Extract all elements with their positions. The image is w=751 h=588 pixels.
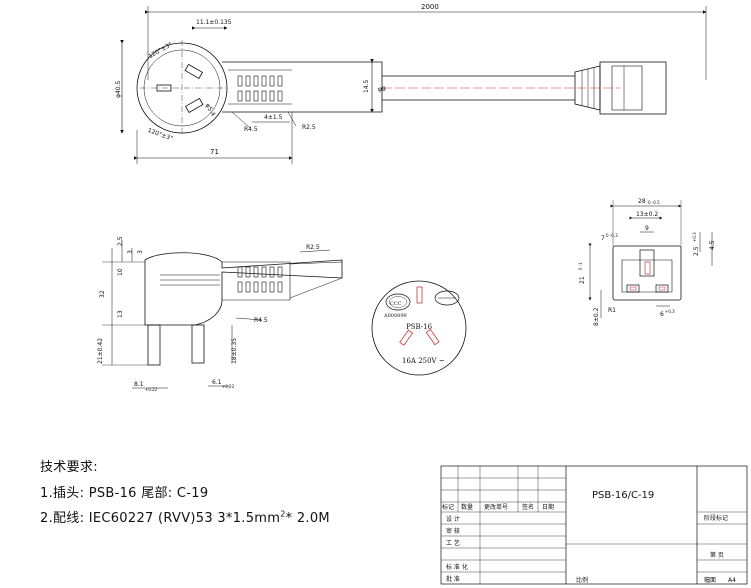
side-view [102, 240, 343, 389]
dim-side-2-5: 2.5 [117, 236, 124, 246]
dim-cord-phi: φ9 [378, 86, 386, 93]
rating-mark: 16A 250V ~ [402, 357, 445, 365]
ccc-logo [385, 293, 411, 311]
dim-c19-6: 6 [660, 311, 664, 318]
tb-format-label: 幅面 [704, 576, 716, 584]
req-line-1: 1.插头: PSB-16 尾部: C-19 [40, 486, 209, 501]
dim-pin-offset: 4±1.5 [264, 114, 283, 121]
req-line-2: 2.配线: IEC60227 (RVV)53 3*1.5mm2* 2.0M [40, 507, 330, 526]
dim-side-32: 32 [99, 290, 106, 298]
dim-radius-small: R4.5 [244, 126, 258, 133]
tb-scale: 比例 [576, 576, 588, 584]
req-line-2-suffix: * 2.0M [285, 511, 330, 526]
tb-col-mark: 标记 [442, 503, 454, 511]
dim-c19-2-5-tol: +0.3 [692, 232, 697, 242]
tb-stage-mark: 阶段标记 [704, 514, 728, 522]
face-pins [399, 286, 440, 346]
dim-side-pin-len2: 18±0.35 [231, 338, 238, 364]
ccc-mark: CCC [390, 301, 402, 307]
tb-sheet: 第 页 [710, 551, 724, 559]
side-pin-right [191, 324, 205, 364]
c19-connector-outline [599, 61, 667, 115]
dim-c19-r1: R1 [608, 307, 616, 314]
title-block-labels: PSB-16/C-19 标记 数量 更改单号 签名 日期 设 计 审 核 工 艺… [442, 490, 736, 584]
dim-pin-width-2: 6.1 [212, 379, 222, 386]
dim-angle-top: 120°±3° [147, 41, 173, 60]
dim-c19-4-5: 4.5 [709, 240, 716, 250]
tb-col-sign: 签名 [522, 503, 534, 511]
dim-side-r45: R4.5 [254, 317, 268, 324]
dim-pin-width-2-tol: +0.22 [222, 384, 235, 389]
req-line-2-sup: 2 [280, 509, 286, 519]
c19-labels: 28 0 -0.5 13±0.2 7 0 -0.3 9 2.5 +0.3 4.5… [578, 198, 716, 326]
dim-cord-diameter: 14.5 [363, 79, 370, 93]
dim-c19-width: 28 [638, 198, 646, 205]
dim-side-10: 10 [117, 268, 124, 276]
dim-side-r25: R2.5 [306, 244, 320, 251]
tb-row-design: 设 计 [446, 515, 460, 523]
tb-row-check: 审 核 [446, 527, 460, 535]
dim-plug-width: 11.1±0.135 [196, 19, 232, 26]
side-pin-left [147, 324, 161, 366]
dim-c19-width-tol: 0 -0.5 [648, 200, 660, 205]
brand-logo [434, 290, 460, 306]
tb-row-process: 工 艺 [446, 539, 460, 547]
dim-c19-21-tol: 0 -1 [578, 262, 583, 270]
c19-end-view [588, 200, 713, 318]
model-mark: PSB-16 [406, 323, 433, 331]
top-view [120, 6, 707, 164]
dim-total-length: 2000 [421, 3, 439, 11]
dim-side-3a: 3 [127, 250, 134, 254]
dim-c19-7: 7 [601, 235, 605, 242]
title-block [440, 465, 748, 585]
cert-number: A000899 [383, 313, 407, 319]
tb-col-date: 日期 [542, 503, 554, 511]
dim-side-pin-len: 21±0.42 [97, 338, 104, 364]
dim-plug-length: 71 [210, 148, 219, 156]
top-view-labels: 2000 11.1±0.135 φ40.5 14.5 φ9 71 R4.5 R2… [115, 3, 439, 156]
dim-angle-bottom: 120°±3° [147, 127, 174, 143]
tb-row-std: 标 准 化 [446, 563, 468, 571]
dim-pin-width-1: 8.1 [134, 381, 144, 388]
dim-c19-6-tol: +0.3 [665, 309, 675, 314]
dim-c19-7-tol: 0 -0.3 [606, 233, 618, 238]
dim-c19-inner: 13±0.2 [636, 211, 658, 218]
dim-side-3b: 3 [137, 250, 144, 254]
tb-col-change: 更改单号 [484, 503, 508, 511]
dim-c19-8: 8±0.2 [593, 307, 600, 326]
part-name: PSB-16/C-19 [592, 490, 654, 501]
req-line-2-prefix: 2.配线: IEC60227 (RVV)53 3*1.5mm [40, 511, 281, 526]
dim-c19-21: 21 [579, 276, 586, 284]
dim-side-13: 13 [117, 310, 124, 318]
req-heading: 技术要求: [40, 460, 98, 475]
tb-col-qty: 数量 [461, 503, 473, 511]
dim-c19-9: 9 [645, 225, 649, 232]
plug-face: CCC A000899 PSB-16 16A 250V ~ [371, 280, 467, 376]
dim-head-diameter: φ40.5 [115, 81, 122, 99]
dim-hole: φ5.4 [204, 102, 217, 117]
dim-radius-large: R2.5 [302, 124, 316, 131]
dim-pin-width-1-tol: +0.22 [145, 387, 158, 392]
dim-c19-2-5: 2.5 [693, 246, 700, 256]
tb-row-approve: 批 准 [446, 575, 460, 583]
tb-format-value: A4 [728, 577, 736, 584]
side-view-labels: 2.5 3 3 10 32 13 21±0.42 18±0.35 R2.5 R4… [97, 236, 320, 392]
